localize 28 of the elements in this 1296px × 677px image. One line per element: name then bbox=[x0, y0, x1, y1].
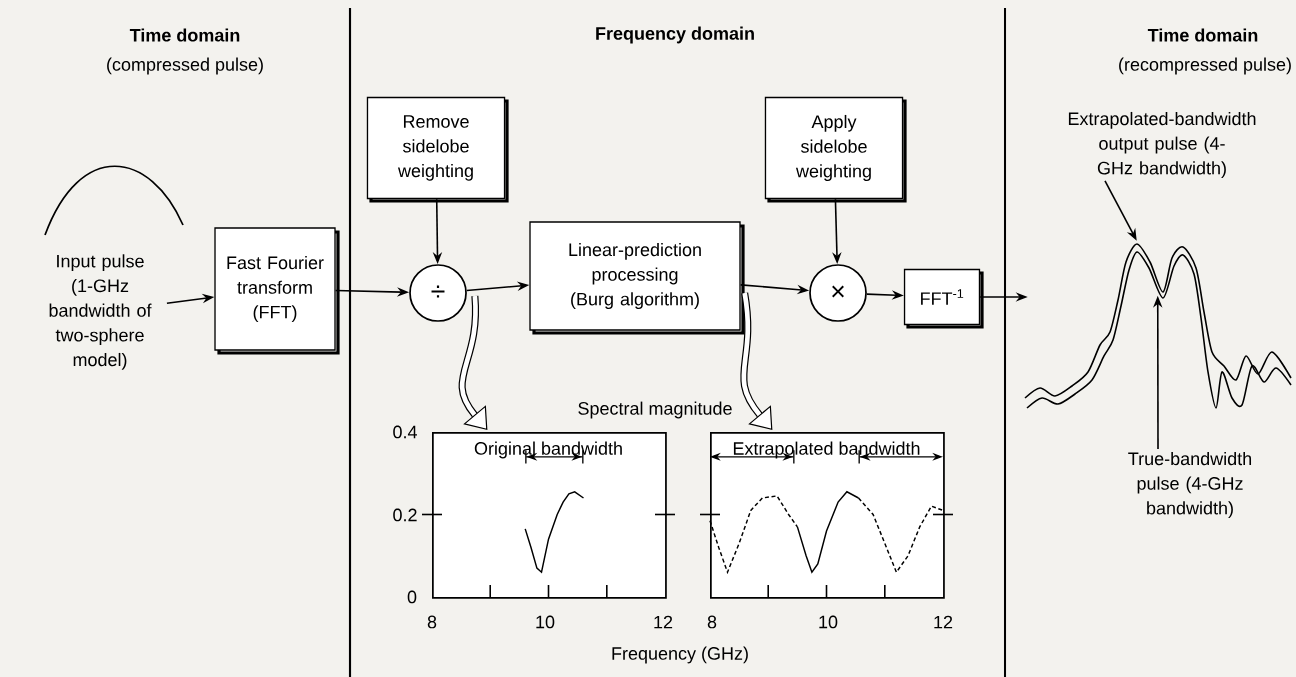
subheader: (compressed pulse) bbox=[107, 57, 263, 75]
tick-label: 10 bbox=[536, 615, 555, 629]
arrow bbox=[740, 292, 773, 430]
header: Frequency domain bbox=[596, 26, 754, 44]
node-text: Extrapolated-bandwidth output pulse (4-GHz bandwidth) bbox=[1068, 111, 1256, 179]
tick-label: 12 bbox=[654, 615, 673, 629]
process-box: Apply sidelobe weighting bbox=[764, 96, 907, 203]
spectrum-plot: Extrapolated bandwidth bbox=[710, 432, 945, 599]
axis-title: Frequency (GHz) bbox=[612, 646, 748, 664]
axis-title: Spectral magnitude bbox=[578, 401, 732, 419]
tick-label: 8 bbox=[707, 615, 717, 629]
process-box: Remove sidelobe weighting bbox=[366, 96, 509, 203]
tick-label: 8 bbox=[427, 615, 437, 629]
process-box: Fast Fourier transform (FFT) bbox=[214, 227, 340, 355]
process-box: FFT$^{-1}$ bbox=[903, 268, 984, 329]
output-pulse-drawing bbox=[1024, 243, 1292, 409]
arrow bbox=[458, 295, 488, 430]
tick-label: 10 bbox=[819, 615, 838, 629]
tick-label: 12 bbox=[934, 615, 953, 629]
subheader: (recompressed pulse) bbox=[1119, 57, 1291, 75]
header: Time domain bbox=[1147, 28, 1258, 42]
node-text: True-bandwidth pulse (4-GHz bandwidth) bbox=[1128, 451, 1251, 519]
process-box: Linear-prediction processing (Burg algorithm) bbox=[529, 221, 745, 335]
node-text: Input pulse (1-GHz bandwidth of two-sphere model) bbox=[49, 254, 152, 370]
spectrum-plot: Original bandwidth bbox=[432, 432, 667, 599]
tick-label: 0 bbox=[407, 590, 417, 604]
tick-label: 0.4 bbox=[393, 425, 417, 439]
header: Time domain bbox=[129, 28, 240, 42]
